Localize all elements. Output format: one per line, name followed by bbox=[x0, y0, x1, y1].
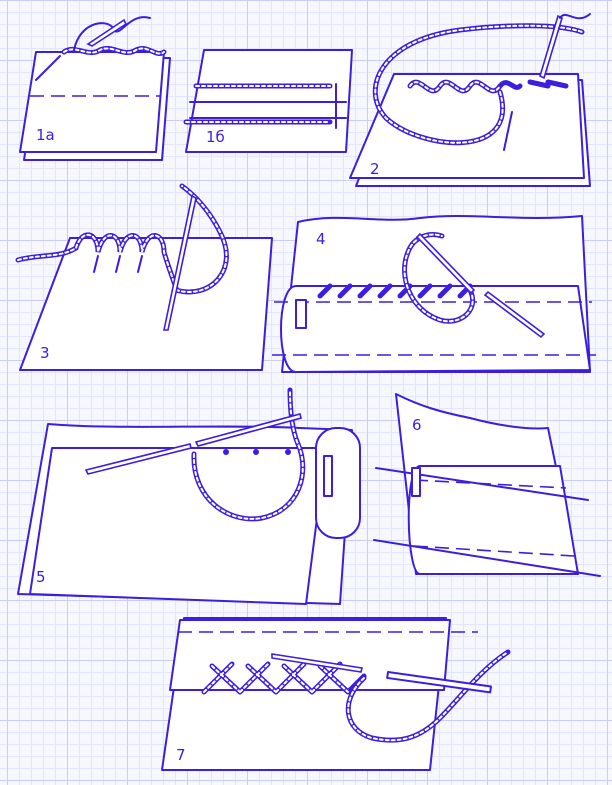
figure-3-loop-stitch bbox=[15, 183, 273, 371]
label-4: 4 bbox=[316, 230, 326, 248]
label-5: 5 bbox=[36, 568, 46, 586]
label-3: 3 bbox=[40, 344, 50, 362]
label-1a: 1а bbox=[36, 126, 55, 144]
figure-1a-overcast-stitch bbox=[19, 16, 171, 161]
label-6: 6 bbox=[412, 416, 422, 434]
figure-5-blind-stitch bbox=[17, 387, 361, 605]
label-7: 7 bbox=[176, 746, 186, 764]
figure-4-hem-stitch bbox=[272, 215, 596, 373]
figure-2-blanket-stitch bbox=[349, 13, 591, 187]
figure-6-hem-fold bbox=[373, 393, 601, 577]
label-2: 2 bbox=[370, 160, 380, 178]
figure-1b-overcast-seam bbox=[183, 49, 353, 153]
figure-7-herringbone-stitch bbox=[161, 617, 511, 771]
label-1b: 1б bbox=[206, 128, 225, 146]
